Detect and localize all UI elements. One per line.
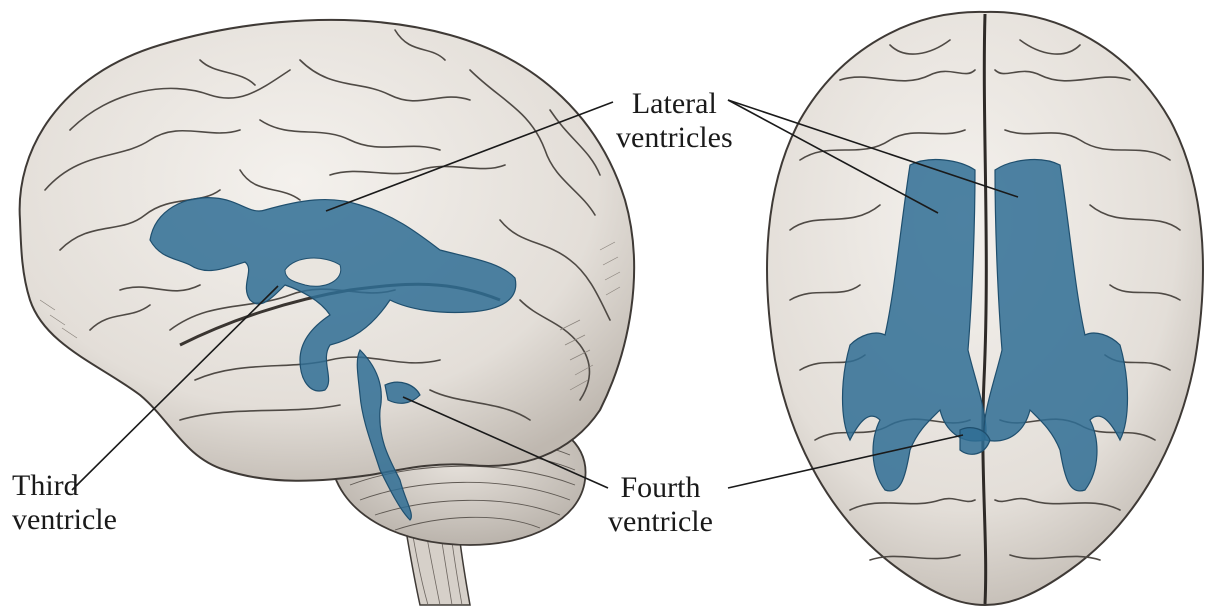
label-lateral-ventricles: Lateral ventricles bbox=[616, 87, 733, 155]
label-third-ventricle: Third ventricle bbox=[12, 469, 117, 537]
brain-dorsal-view bbox=[767, 12, 1203, 605]
label-line: Fourth bbox=[608, 471, 713, 505]
label-fourth-ventricle: Fourth ventricle bbox=[608, 471, 713, 539]
label-line: ventricle bbox=[608, 505, 713, 539]
label-line: Third bbox=[12, 469, 117, 503]
label-line: ventricle bbox=[12, 503, 117, 537]
label-line: ventricles bbox=[616, 121, 733, 155]
label-line: Lateral bbox=[616, 87, 733, 121]
